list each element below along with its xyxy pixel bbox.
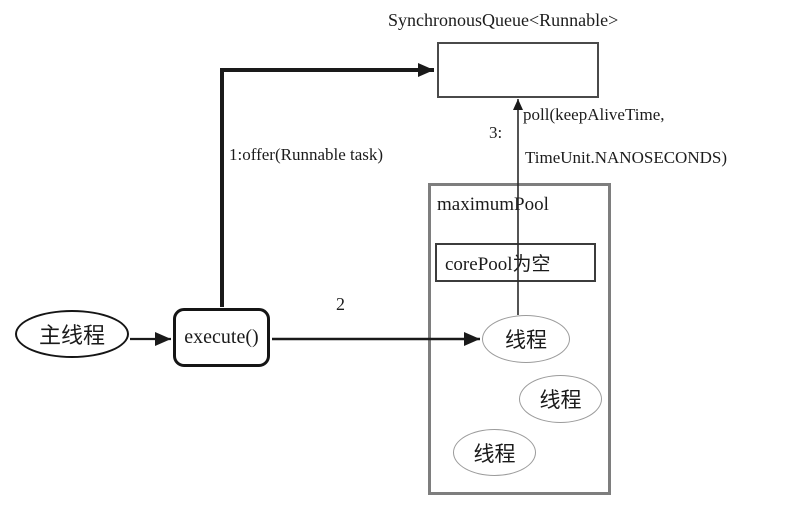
synchronous-queue-box — [437, 42, 599, 98]
offer-arrow — [220, 63, 434, 307]
step3-edge-label: 3: — [489, 123, 503, 142]
main-thread-label: 主线程 — [38, 323, 105, 348]
execute-node: execute() — [173, 308, 270, 367]
step2-edge-label: 2 — [336, 294, 345, 314]
thread-2-label: 线程 — [539, 388, 582, 412]
core-pool-box: corePool为空 — [435, 243, 596, 282]
offer-edge-label: 1:offer(Runnable task) — [229, 145, 384, 164]
thread-1-label: 线程 — [505, 328, 547, 352]
maximum-pool-label: maximumPool — [437, 194, 549, 215]
thread-ellipse-2: 线程 — [519, 375, 602, 423]
thread-3-label: 线程 — [473, 441, 516, 466]
main-thread-ellipse: 主线程 — [15, 310, 129, 358]
thread-ellipse-1: 线程 — [482, 315, 570, 363]
core-pool-label: corePool为空 — [445, 254, 551, 275]
thread-ellipse-3: 线程 — [453, 429, 536, 476]
execute-label: execute() — [184, 326, 259, 348]
poll-label-line1: poll(keepAliveTime, — [523, 105, 665, 124]
queue-title: SynchronousQueue<Runnable> — [388, 10, 619, 30]
poll-label-line2: TimeUnit.NANOSECONDS) — [525, 148, 727, 167]
